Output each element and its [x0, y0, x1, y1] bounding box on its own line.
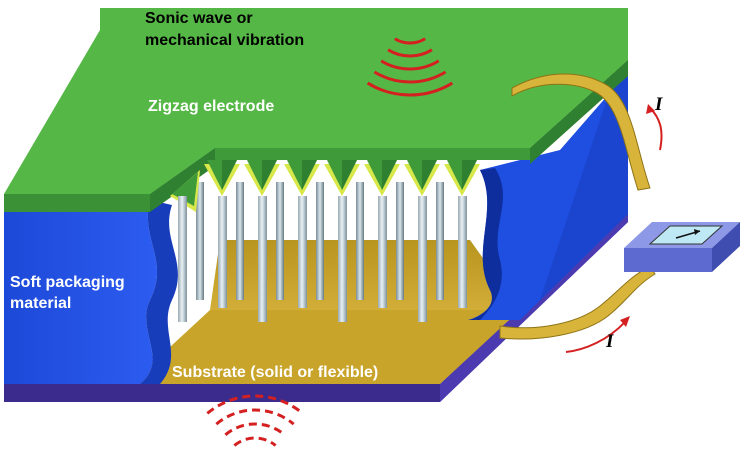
electrode-tooth-shade	[342, 160, 357, 190]
wire-ribbon-bottom	[499, 265, 656, 340]
nanowire	[378, 196, 387, 308]
nanowire	[258, 196, 267, 322]
electrode-tooth-shade	[262, 160, 277, 190]
electrode-teeth	[170, 160, 480, 212]
nanowire	[218, 196, 227, 308]
nanowire	[178, 196, 187, 322]
current-meter-icon	[624, 222, 740, 272]
nanowire	[418, 196, 427, 322]
sound-wave-arc	[215, 408, 295, 426]
sound-wave-arc	[224, 422, 286, 436]
sonic-wave-label-line1: Sonic wave or	[145, 10, 253, 27]
nanowire	[338, 196, 347, 322]
nanowire	[236, 182, 244, 300]
wire-ribbon-top	[511, 73, 651, 191]
electrode-tooth-shade	[462, 160, 477, 190]
electrode-tooth-shade	[382, 160, 397, 190]
electrode-tooth-shade	[302, 160, 317, 190]
nanowire	[396, 182, 404, 300]
sound-wave-arc	[233, 436, 277, 447]
sound-wave-arc	[394, 37, 426, 45]
dashed-sound-wave-icon	[206, 394, 304, 447]
nanowire	[356, 182, 364, 300]
nanowire	[298, 196, 307, 308]
current-label-bottom: I	[605, 331, 614, 352]
nanowire	[276, 182, 284, 300]
electrode-tooth-shade	[422, 160, 437, 190]
nanowire	[196, 182, 204, 300]
sound-wave-arc	[387, 48, 433, 58]
solid-sound-wave-icon	[366, 37, 454, 97]
packaging-label-line2: material	[10, 295, 71, 312]
packaging-label-line1: Soft packaging	[10, 274, 125, 291]
packaging-left	[4, 200, 178, 384]
packaging-right	[468, 72, 628, 320]
current-arrow-bottom	[565, 316, 630, 353]
nanowire-array-front	[178, 196, 467, 322]
sound-wave-arc	[366, 81, 454, 97]
nanowire	[436, 182, 444, 300]
nanowire-array-back	[196, 182, 444, 300]
nanowire	[316, 182, 324, 300]
sonic-wave-label-line2: mechanical vibration	[145, 32, 304, 49]
substrate-label: Substrate (solid or flexible)	[172, 364, 378, 381]
current-label-top: I	[654, 94, 663, 115]
nanowire	[458, 196, 467, 308]
electrode-label: Zigzag electrode	[148, 98, 274, 115]
current-arrow-top	[646, 104, 663, 151]
sound-wave-arc	[380, 59, 440, 71]
electrode-tooth-shade	[222, 160, 237, 190]
sound-wave-arc	[373, 70, 447, 84]
